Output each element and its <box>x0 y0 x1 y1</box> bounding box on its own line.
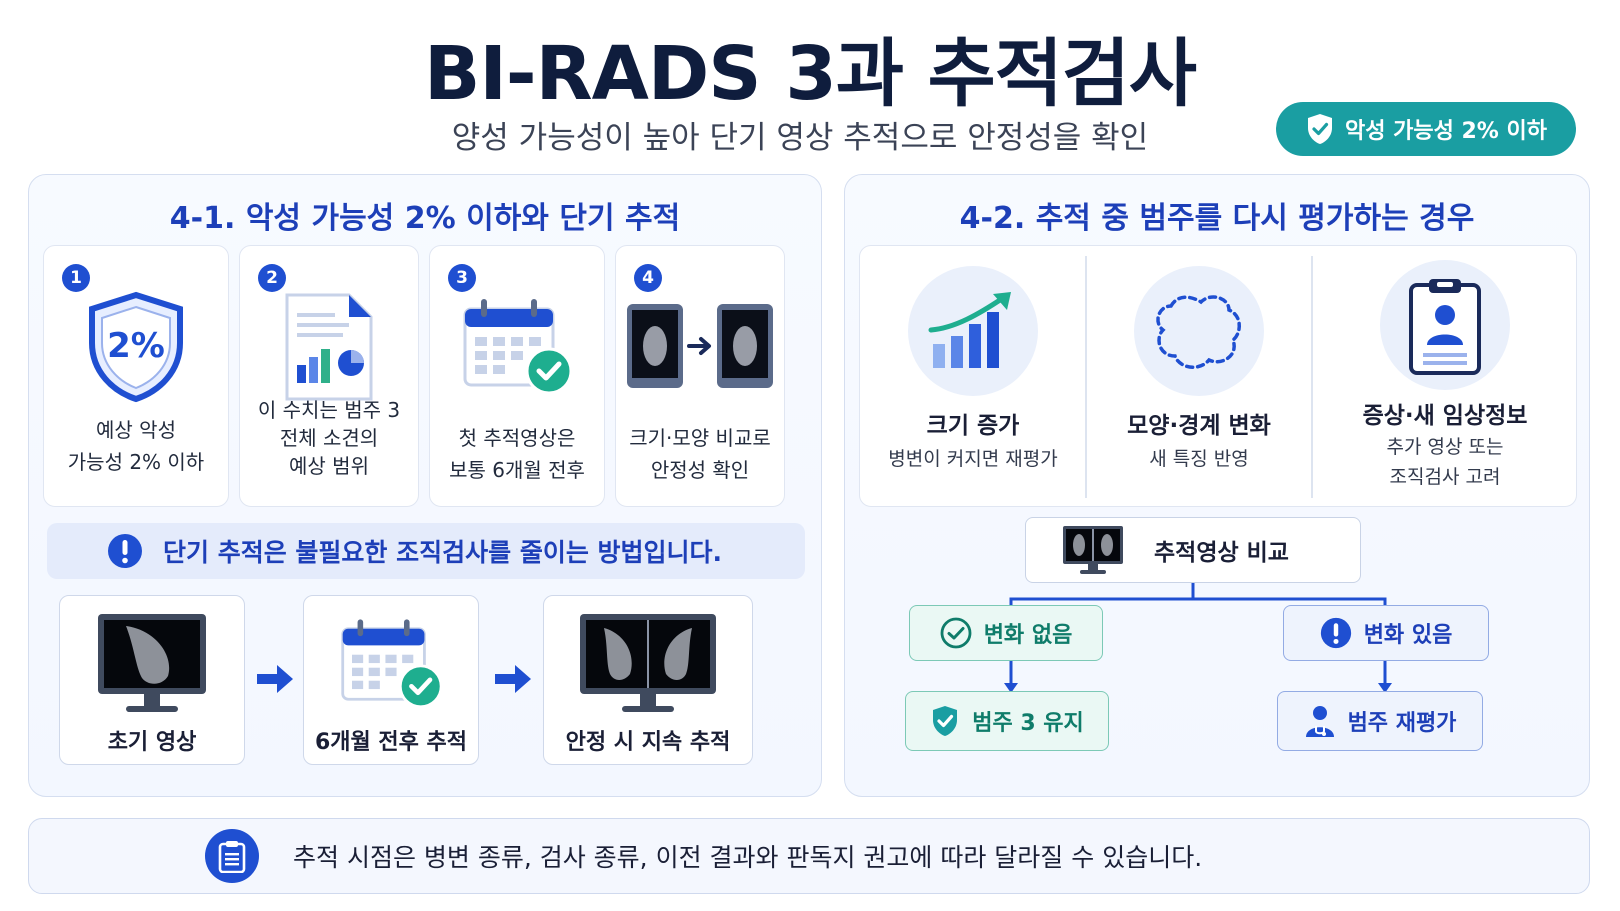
reassessment-cases: 크기 증가 병변이 커지면 재평가 모양·경계 변화 새 특징 반영 <box>859 245 1577 507</box>
reassess-label: 범주 재평가 <box>1347 711 1457 736</box>
doctor-icon <box>1305 706 1334 737</box>
compare-label: 추적영상 비교 <box>1154 540 1289 566</box>
step-number: 4 <box>634 264 662 292</box>
calendar-check-icon <box>341 619 443 709</box>
page-subtitle: 양성 가능성이 높아 단기 영상 추적으로 안정성을 확인 <box>451 120 1149 156</box>
malignancy-badge: 악성 가능성 2% 이하 <box>1276 102 1576 156</box>
exclamation-icon <box>1320 617 1351 649</box>
panel-short-term-followup: 4-1. 악성 가능성 2% 이하와 단기 추적 1 2% 예상 악성 가능성 … <box>28 174 822 797</box>
keep-category-label: 범주 3 유지 <box>972 711 1084 736</box>
case-symptoms: 증상·새 임상정보 추가 영상 또는 조직검사 고려 <box>1312 246 1578 508</box>
note-text: 단기 추적은 불필요한 조직검사를 줄이는 방법입니다. <box>163 538 723 567</box>
compare-followup-box: 추적영상 비교 <box>1025 517 1361 583</box>
no-change-box: 변화 없음 <box>909 605 1103 661</box>
step-card-2: 2 이 수치는 범주 3 전체 소견의 예상 범위 <box>239 245 419 507</box>
tablet-compare-icon <box>627 304 773 388</box>
flow-label: 초기 영상 <box>107 730 197 755</box>
calendar-check-icon <box>463 299 573 395</box>
exclamation-icon <box>108 534 142 568</box>
panel-title-right: 4-2. 추적 중 범주를 다시 평가하는 경우 <box>959 201 1475 236</box>
arrow-right-icon <box>495 665 531 693</box>
shield-percent: 2% <box>107 326 165 366</box>
case-desc: 새 특징 반영 <box>1149 448 1249 470</box>
panel-reassessment: 4-2. 추적 중 범주를 다시 평가하는 경우 크기 증가 병변이 커지면 재… <box>844 174 1590 797</box>
change-label: 변화 있음 <box>1363 623 1453 648</box>
arrow-right-icon <box>257 665 293 693</box>
report-chart-icon <box>285 293 373 401</box>
step-number: 2 <box>258 264 286 292</box>
clipboard-person-icon <box>1409 279 1481 375</box>
case-title: 증상·새 임상정보 <box>1362 403 1528 429</box>
monitor-mammogram-icon <box>98 614 206 712</box>
footer-note: 추적 시점은 병변 종류, 검사 종류, 이전 결과와 판독지 권고에 따라 달… <box>28 818 1590 894</box>
case-desc: 병변이 커지면 재평가 <box>888 448 1058 470</box>
footer-text: 추적 시점은 병변 종류, 검사 종류, 이전 결과와 판독지 권고에 따라 달… <box>293 843 1203 872</box>
flow-label: 6개월 전후 추적 <box>314 730 468 755</box>
step-card-1: 1 2% 예상 악성 가능성 2% 이하 <box>43 245 229 507</box>
step-number: 1 <box>62 264 90 292</box>
flow-label: 안정 시 지속 추적 <box>565 730 731 755</box>
no-change-label: 변화 없음 <box>983 623 1073 648</box>
keep-category-box: 범주 3 유지 <box>905 691 1109 751</box>
monitor-dual-mammogram-icon <box>580 614 716 712</box>
case-title: 크기 증가 <box>926 413 1020 439</box>
shield-check-icon <box>933 706 958 736</box>
case-desc: 추가 영상 또는 <box>1386 436 1504 458</box>
flow-step-initial: 초기 영상 <box>59 595 245 765</box>
monitor-dual-mammogram-icon <box>1063 526 1123 574</box>
case-desc: 조직검사 고려 <box>1389 466 1501 488</box>
check-circle-icon <box>940 617 972 649</box>
change-box: 변화 있음 <box>1283 605 1489 661</box>
panel-title-left: 4-1. 악성 가능성 2% 이하와 단기 추적 <box>169 201 681 236</box>
irregular-shape-icon <box>1156 295 1241 369</box>
flow-step-stable: 안정 시 지속 추적 <box>543 595 753 765</box>
shield-check-icon <box>1307 114 1332 144</box>
note-banner: 단기 추적은 불필요한 조직검사를 줄이는 방법입니다. <box>47 523 805 579</box>
page-title: BI-RADS 3과 추적검사 <box>423 31 1197 117</box>
clipboard-icon <box>205 829 259 883</box>
step-card-4: 4 크기·모양 비교로 안정성 확인 <box>615 245 785 507</box>
case-title: 모양·경계 변화 <box>1127 413 1271 439</box>
badge-label: 악성 가능성 2% 이하 <box>1344 119 1547 144</box>
shield-icon: 2% <box>89 291 183 403</box>
case-shape-change: 모양·경계 변화 새 특징 반영 <box>1086 246 1312 508</box>
growth-chart-icon <box>928 292 1011 368</box>
step-number: 3 <box>448 264 476 292</box>
reassess-box: 범주 재평가 <box>1277 691 1483 751</box>
flow-step-six-month: 6개월 전후 추적 <box>303 595 479 765</box>
step-card-3: 3 첫 추적영상은 보통 6개월 전후 <box>429 245 605 507</box>
case-size-increase: 크기 증가 병변이 커지면 재평가 <box>860 246 1086 508</box>
